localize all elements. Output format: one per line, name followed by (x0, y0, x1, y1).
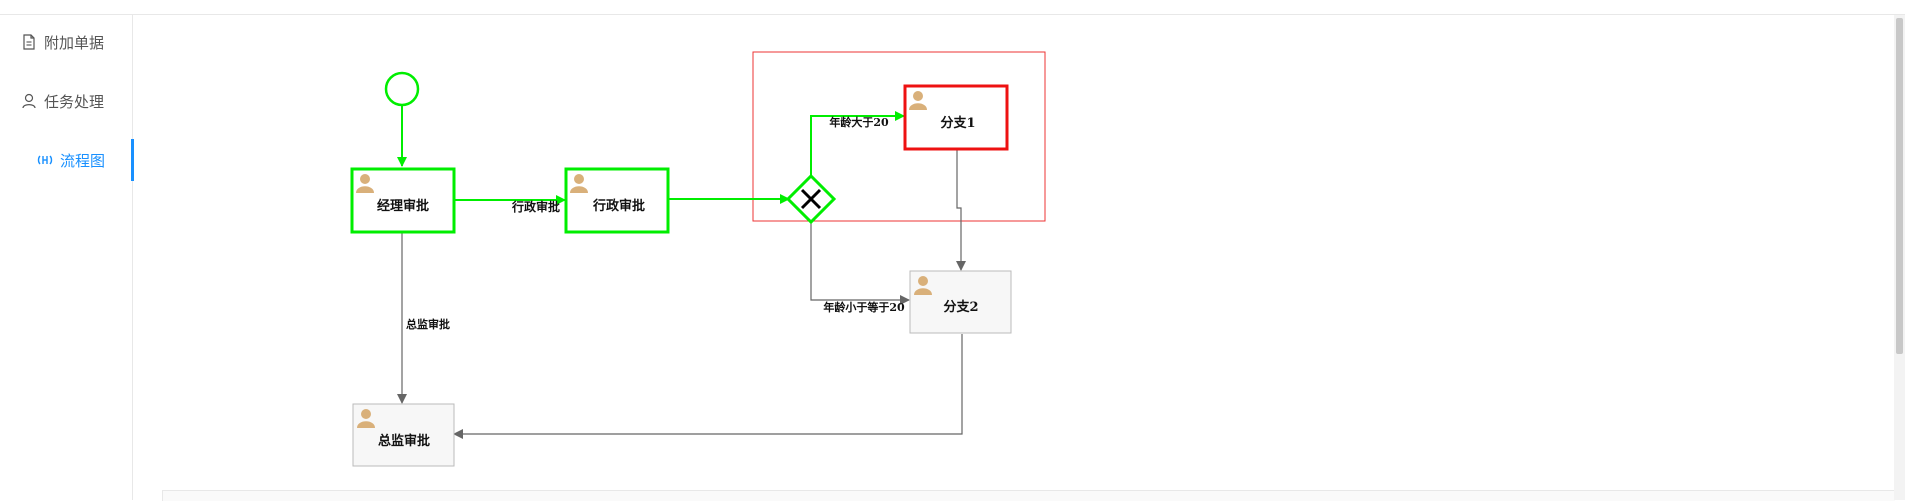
start-event[interactable] (384, 71, 420, 107)
task-label: 行政审批 (592, 198, 645, 214)
edge-gateway-to-branch2 (810, 222, 910, 305)
user-task-icon (356, 174, 374, 193)
edge-label-age-gt: 年龄大于20 (829, 115, 889, 129)
user-task-icon (909, 91, 927, 110)
edge-branch1-to-branch2 (956, 150, 966, 271)
sidebar-item-flowchart[interactable]: 流程图 (0, 139, 134, 181)
task-label: 总监审批 (378, 433, 430, 449)
sidebar-item-label: 流程图 (60, 151, 106, 170)
edge-label-age-le: 年龄小于等于20 (823, 300, 905, 314)
task-label: 分支1 (940, 115, 975, 131)
sidebar-item-label: 附加单据 (44, 33, 105, 52)
user-task-icon (357, 409, 375, 428)
task-admin-approval[interactable]: 行政审批 (564, 167, 670, 234)
task-manager-approval[interactable]: 经理审批 (350, 167, 456, 234)
top-divider (0, 14, 1905, 15)
edge-branch2-to-director (453, 334, 963, 439)
current-step-highlight-box (752, 51, 1046, 222)
bottom-panel (162, 490, 1895, 501)
sidebar-item-tasks[interactable]: 任务处理 (0, 80, 133, 122)
sidebar-item-label: 任务处理 (44, 92, 105, 111)
task-branch-1[interactable]: 分支1 (903, 84, 1009, 151)
user-icon (20, 92, 38, 110)
task-director-approval[interactable]: 总监审批 (352, 403, 455, 467)
edge-label-admin: 行政审批 (511, 199, 560, 214)
edge-label-director: 总监审批 (406, 317, 450, 331)
user-task-icon (570, 174, 588, 193)
scrollbar-thumb[interactable] (1896, 18, 1903, 354)
task-label: 分支2 (943, 299, 978, 315)
sidebar: 附加单据 任务处理 流程图 (0, 15, 134, 500)
edge-gateway-to-branch1 (810, 111, 905, 176)
task-label: 经理审批 (377, 198, 429, 214)
exclusive-gateway[interactable] (785, 173, 837, 225)
flow-icon (36, 151, 54, 169)
task-branch-2[interactable]: 分支2 (909, 270, 1012, 334)
flow-diagram: 行政审批 总监审批 年龄大于20 年龄小于等于20 经理审批 行政审批 分支1 (350, 51, 1046, 467)
sidebar-item-attachments[interactable]: 附加单据 (0, 21, 133, 63)
document-icon (20, 33, 38, 51)
user-task-icon (914, 276, 932, 295)
